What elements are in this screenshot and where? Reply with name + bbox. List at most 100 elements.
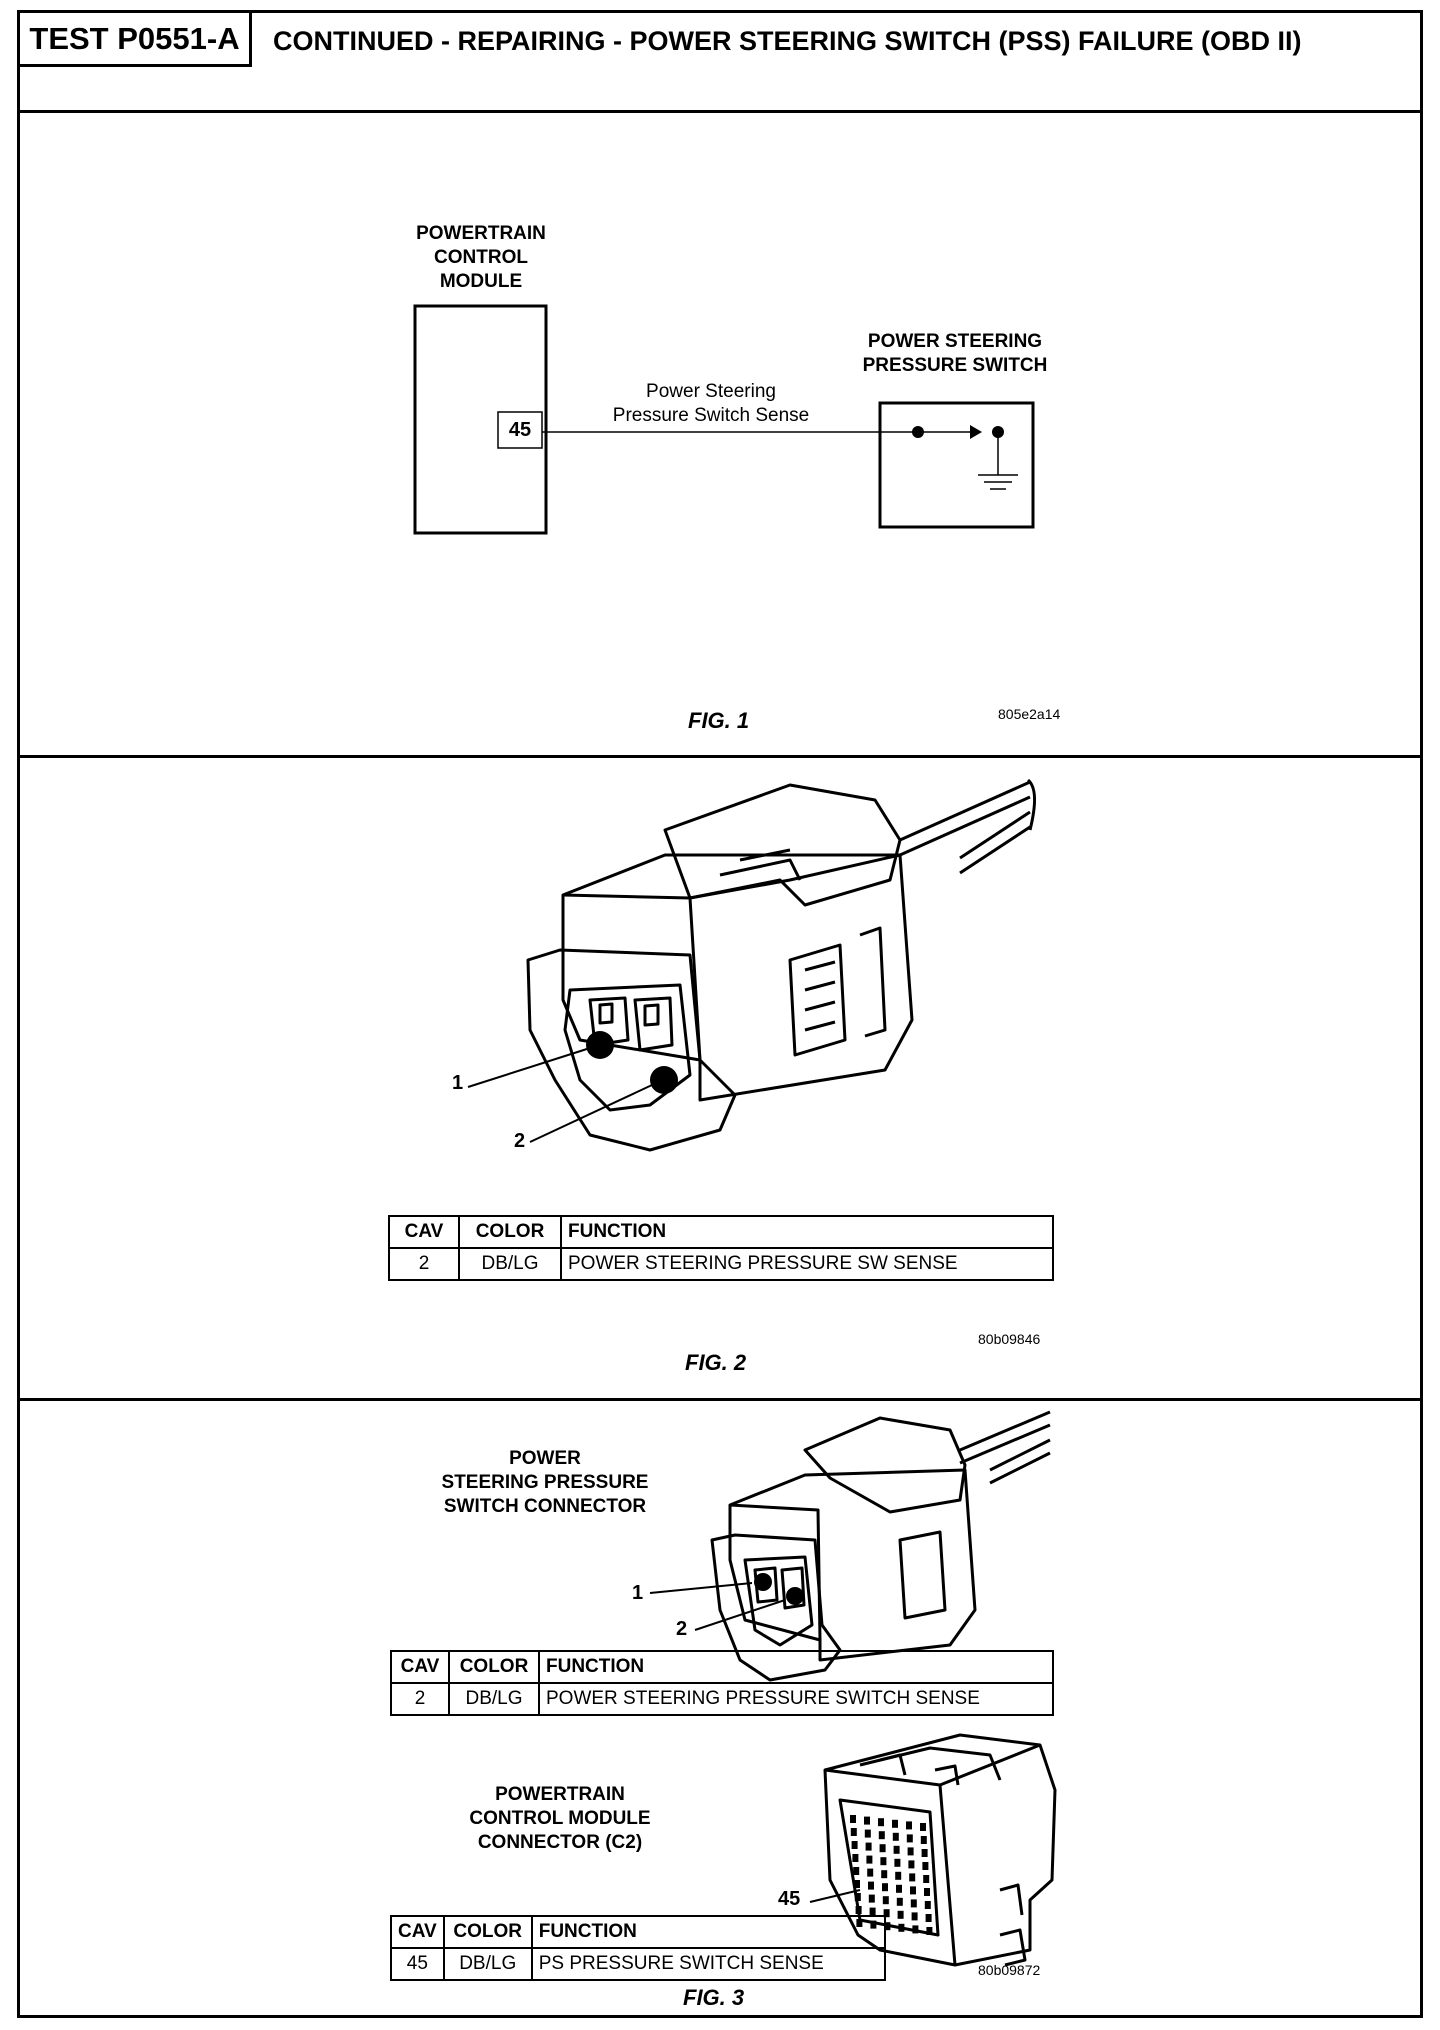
fig3-code: 80b09872 bbox=[978, 1962, 1041, 1978]
pcm-pin-cavity bbox=[866, 1855, 873, 1864]
pin-45-box bbox=[497, 411, 543, 449]
pcm-pin-cavity bbox=[921, 1849, 928, 1857]
fig3-switch-connector-drawing bbox=[710, 1410, 1051, 1682]
table-cell: DB/LG bbox=[448, 1682, 540, 1716]
cavity-1-pin bbox=[586, 1031, 614, 1059]
fig3-switch-cavity-table: CAV COLOR FUNCTION 2 DB/LG POWER STEERIN… bbox=[390, 1650, 1054, 1716]
fig2-code: 80b09846 bbox=[978, 1331, 1041, 1347]
pcm-connector-label: POWERTRAIN CONTROL MODULE CONNECTOR (C2) bbox=[440, 1783, 680, 1855]
pcm-pin-cavity bbox=[892, 1832, 899, 1841]
pcm-pin-cavity bbox=[878, 1831, 885, 1840]
pcm-pin-cavity bbox=[920, 1836, 927, 1844]
section-divider-1 bbox=[17, 755, 1423, 758]
test-id-box: TEST P0551-A bbox=[20, 13, 252, 67]
pcm-pin-cavity bbox=[909, 1873, 916, 1882]
table-header: COLOR bbox=[442, 1915, 533, 1949]
pcm-label: POWERTRAIN CONTROL MODULE bbox=[385, 222, 577, 294]
switch-connector-line: STEERING PRESSURE bbox=[441, 1472, 649, 1493]
pcm-pin-cavity bbox=[922, 1862, 929, 1870]
pcm-pin-cavity bbox=[926, 1927, 933, 1935]
pcm-pin-cavity bbox=[893, 1845, 900, 1854]
pcm-pin-cavity bbox=[906, 1821, 912, 1830]
pcm-pin-cavity bbox=[910, 1886, 916, 1895]
page-frame bbox=[17, 10, 1423, 2018]
table-cell: 2 bbox=[388, 1247, 460, 1281]
pcm-pin-cavity bbox=[867, 1868, 874, 1877]
table-header: FUNCTION bbox=[538, 1650, 1054, 1684]
pcm-connector-line: CONNECTOR (C2) bbox=[477, 1832, 643, 1853]
pcm-label-line: POWERTRAIN bbox=[416, 223, 546, 244]
table-cell: DB/LG bbox=[442, 1947, 533, 1981]
table-header: FUNCTION bbox=[530, 1915, 887, 1949]
switch-connector-label: POWER STEERING PRESSURE SWITCH CONNECTOR bbox=[420, 1447, 670, 1519]
wire-label: Power Steering Pressure Switch Sense bbox=[576, 380, 846, 428]
pcm-pin-cavity bbox=[896, 1897, 903, 1906]
fig1-code: 805e2a14 bbox=[998, 706, 1061, 722]
fig3-callout-line-2 bbox=[694, 1599, 786, 1631]
pcm-pin-cavity bbox=[880, 1857, 887, 1866]
pcm-pin-cavity bbox=[924, 1901, 931, 1909]
table-cell: POWER STEERING PRESSURE SWITCH SENSE bbox=[538, 1682, 1054, 1716]
pss-connector-drawing bbox=[526, 778, 1036, 1152]
table-header: COLOR bbox=[448, 1650, 540, 1684]
pcm-label-line: CONTROL bbox=[434, 247, 528, 268]
fig2-caption: FIG. 2 bbox=[685, 1350, 747, 1375]
table-header: COLOR bbox=[458, 1215, 562, 1249]
pcm-pin-cavity bbox=[907, 1847, 914, 1856]
pcm-pin-cavity bbox=[910, 1899, 917, 1908]
pcm-pin-cavity bbox=[855, 1906, 862, 1914]
pcm-c2-pin-grid bbox=[850, 1815, 933, 1935]
fig1-caption: FIG. 1 bbox=[688, 708, 750, 733]
pcm-pin-cavity bbox=[879, 1844, 886, 1853]
pin-45-label: 45 bbox=[508, 418, 532, 441]
fig2-cavity-table: CAV COLOR FUNCTION 2 DB/LG POWER STEERIN… bbox=[388, 1215, 1054, 1281]
callout-1: 1 bbox=[452, 1072, 464, 1094]
test-id: TEST P0551-A bbox=[29, 20, 240, 56]
pcm-pin-cavity bbox=[924, 1888, 930, 1896]
pcm-pin-cavity bbox=[853, 1867, 860, 1875]
fig3-cavity-1-pin bbox=[754, 1573, 772, 1591]
pcm-pin-cavity bbox=[854, 1893, 861, 1901]
fig3-cavity-2-pin bbox=[786, 1587, 804, 1605]
pcm-connector-line: POWERTRAIN bbox=[495, 1784, 625, 1805]
fig3-callout-line-1 bbox=[649, 1582, 753, 1594]
pcm-pin-cavity bbox=[895, 1871, 902, 1880]
table-cell: POWER STEERING PRESSURE SW SENSE bbox=[560, 1247, 1054, 1281]
cavity-2-pin bbox=[650, 1066, 678, 1094]
pcm-pin-cavity bbox=[852, 1854, 859, 1862]
callout-2: 2 bbox=[514, 1130, 526, 1152]
pcm-pin-cavity bbox=[878, 1818, 884, 1827]
pcm-pin-cavity bbox=[912, 1925, 919, 1934]
switch-label-line: POWER STEERING bbox=[867, 331, 1043, 352]
table-header: FUNCTION bbox=[560, 1215, 1054, 1249]
pcm-pin-cavity bbox=[906, 1834, 913, 1843]
pcm-pin-cavity bbox=[850, 1828, 857, 1836]
table-cell: PS PRESSURE SWITCH SENSE bbox=[530, 1947, 887, 1981]
pcm-pin-cavity bbox=[865, 1842, 872, 1851]
table-cell: 2 bbox=[390, 1682, 450, 1716]
pcm-pin-cavity bbox=[882, 1883, 888, 1892]
pcm-pin-cavity bbox=[894, 1858, 901, 1867]
wire-label-line: Power Steering bbox=[646, 381, 776, 402]
pcm-pin-cavity bbox=[864, 1829, 871, 1838]
pcm-pin-cavity bbox=[892, 1819, 898, 1828]
table-header: CAV bbox=[388, 1215, 460, 1249]
section-divider-2 bbox=[17, 1398, 1423, 1401]
fig3-caption: FIG. 3 bbox=[683, 1985, 745, 2010]
pcm-pin-cavity bbox=[883, 1909, 890, 1918]
pcm-pin-cavity bbox=[920, 1823, 926, 1831]
fig3-callout-2: 2 bbox=[676, 1618, 688, 1640]
callout-45: 45 bbox=[778, 1888, 801, 1910]
pcm-pin-cavity bbox=[884, 1922, 891, 1931]
switch-label-line: PRESSURE SWITCH bbox=[862, 355, 1048, 376]
pcm-pin-cavity bbox=[908, 1860, 915, 1869]
pcm-box bbox=[413, 304, 548, 535]
pcm-pin-cavity bbox=[911, 1912, 918, 1921]
pcm-pin-cavity bbox=[868, 1881, 874, 1890]
table-header: CAV bbox=[390, 1650, 450, 1684]
pcm-pin-cavity bbox=[925, 1914, 932, 1922]
pcm-pin-cavity bbox=[851, 1841, 858, 1849]
table-cell: DB/LG bbox=[458, 1247, 562, 1281]
switch-arrow bbox=[970, 425, 982, 439]
table-cell: 45 bbox=[390, 1947, 445, 1981]
